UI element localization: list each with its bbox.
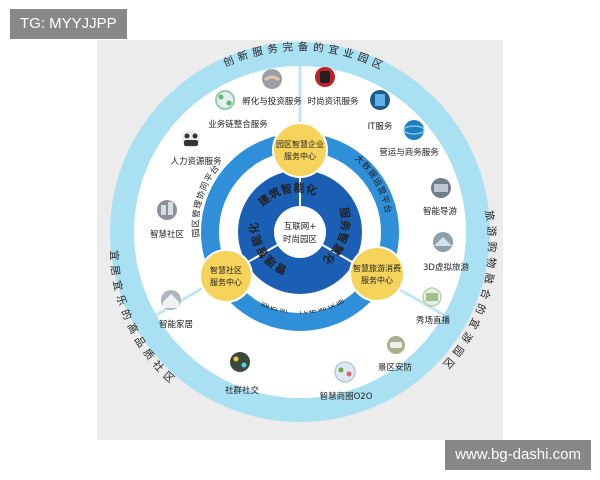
- handshake-icon: [262, 69, 282, 89]
- service-label: 人力资源服务: [170, 156, 222, 167]
- service-item-smart-o2o: 智慧商圈O2O: [320, 361, 373, 402]
- service-item-smart-home: 智能家居: [159, 290, 193, 330]
- service-item-it: IT服务: [368, 90, 393, 132]
- community-icon: [157, 200, 177, 220]
- service-item-scenic-security: 景区安防: [378, 336, 413, 373]
- globe-icon: [404, 120, 424, 140]
- service-label: 孵化与投资服务: [242, 96, 302, 107]
- service-item-live-show: 秀场直播: [416, 287, 451, 326]
- service-item-fashion-info: 时尚资讯服务: [307, 67, 359, 107]
- service-item-operations: 营运与商务服务: [379, 120, 439, 158]
- service-item-hr: 人力资源服务: [170, 130, 222, 167]
- hub-line-2: 服务中心: [284, 151, 316, 161]
- service-label: 智慧商圈O2O: [320, 391, 373, 402]
- watermark-tag-bottom-right: www.bg-dashi.com: [445, 440, 591, 470]
- network-icon: [215, 90, 235, 110]
- o2o-icon: [334, 361, 356, 383]
- service-label: 智能导游: [423, 206, 458, 217]
- service-label: IT服务: [368, 121, 393, 132]
- hub-line-2: 服务中心: [210, 277, 242, 287]
- hub-circle: [199, 249, 253, 303]
- service-label: 营运与商务服务: [379, 147, 439, 158]
- hub-line-1: 智慧社区: [210, 265, 242, 275]
- service-item-3d-tour: 3D虚拟旅游: [423, 232, 469, 273]
- service-item-social: 社群社交: [225, 352, 260, 396]
- service-label: 智慧社区: [150, 229, 185, 240]
- hub-circle: [349, 246, 405, 302]
- social-icon: [230, 352, 250, 372]
- service-label: 智能家居: [159, 319, 193, 330]
- hub-circle: [272, 122, 328, 178]
- center-disc: [274, 206, 326, 258]
- center-line-2: 时尚园区: [283, 234, 318, 245]
- hub-community-service-center: 智慧社区 服务中心: [199, 249, 253, 303]
- hub-line-1: 智慧旅游消费: [353, 263, 401, 273]
- service-item-smart-community: 智慧社区: [150, 200, 185, 240]
- hub-enterprise-service-center: 园区智慧企业 服务中心: [272, 122, 328, 178]
- hub-line-1: 园区智慧企业: [276, 139, 324, 149]
- service-item-smart-guide: 智能导游: [423, 178, 458, 217]
- service-label: 业务链整合服务: [208, 119, 268, 130]
- service-item-business-chain: 业务链整合服务: [208, 90, 268, 130]
- service-item-incubation: 孵化与投资服务: [242, 69, 302, 107]
- watermark-tag-top-left: TG: MYYJJPP: [10, 9, 127, 39]
- service-label: 时尚资讯服务: [307, 96, 359, 107]
- service-label: 景区安防: [378, 362, 413, 373]
- service-label: 秀场直播: [416, 315, 451, 326]
- center-line-1: 互联网+: [284, 222, 317, 232]
- hub-line-2: 服务中心: [361, 275, 393, 285]
- hub-tourism-service-center: 智慧旅游消费 服务中心: [349, 246, 405, 302]
- service-label: 社群社交: [225, 385, 260, 396]
- service-label: 3D虚拟旅游: [423, 262, 469, 273]
